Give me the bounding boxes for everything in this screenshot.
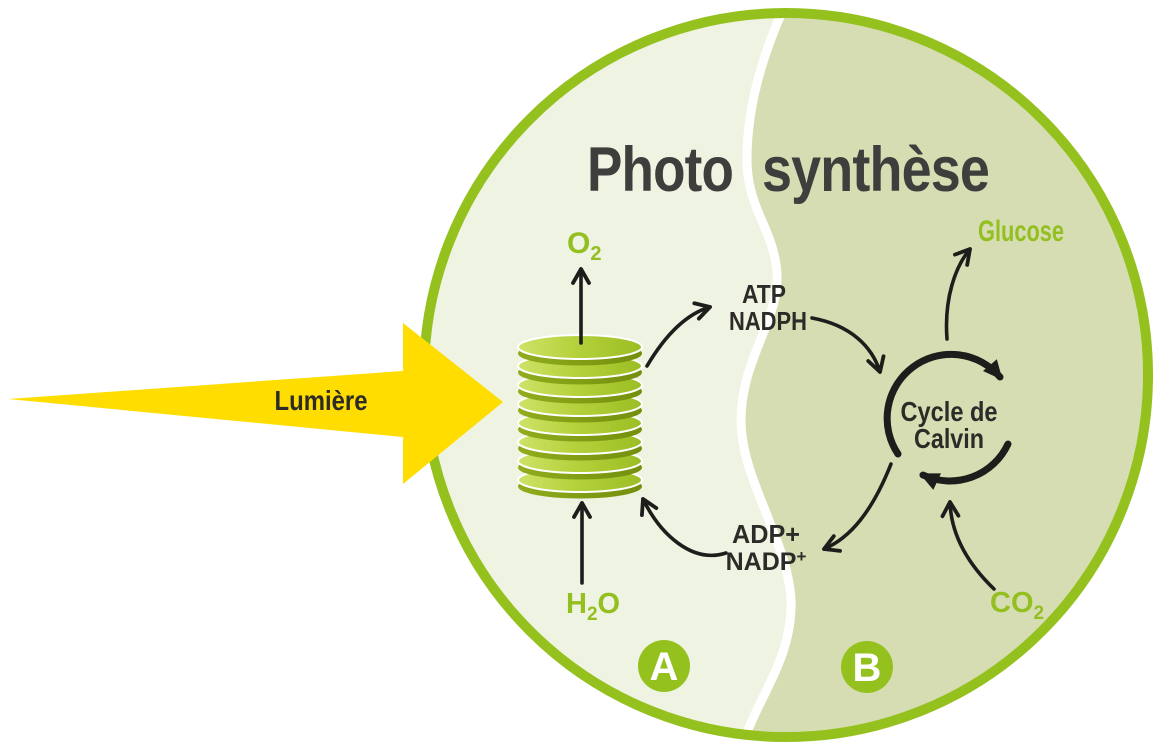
o2-label: O2 bbox=[567, 227, 601, 265]
title-word-photo: Photo bbox=[587, 135, 733, 205]
badge-b-circle bbox=[841, 641, 893, 693]
wavy-divider bbox=[736, 18, 796, 732]
chloroplast bbox=[419, 8, 1153, 742]
arrow-calvin-to-adp bbox=[822, 462, 893, 553]
nadp-label: NADP+ bbox=[726, 547, 807, 576]
arrow-adp-to-stack bbox=[640, 497, 728, 557]
co2-subscript: 2 bbox=[1034, 603, 1045, 624]
badge-a-circle bbox=[638, 640, 690, 692]
calvin-cycle-arc-top bbox=[883, 350, 1004, 458]
arrow-calvin-to-glucose bbox=[944, 247, 972, 341]
nadp-superscript: + bbox=[796, 547, 806, 566]
nadp-base: NADP bbox=[726, 548, 797, 576]
h2o-subscript: 2 bbox=[587, 604, 598, 625]
o2-subscript: 2 bbox=[590, 243, 601, 265]
co2-base: CO bbox=[990, 587, 1034, 619]
badge-a-label: A bbox=[650, 645, 679, 689]
light-arrow bbox=[8, 323, 503, 484]
o2-base: O bbox=[567, 227, 590, 260]
flow-arrows bbox=[571, 247, 1012, 591]
thylakoid-disc bbox=[517, 334, 643, 366]
light-beam: Lumière bbox=[8, 323, 503, 484]
arrow-stack-to-atp bbox=[645, 301, 712, 368]
h2o-label: H2O bbox=[566, 588, 620, 625]
h2o-tail: O bbox=[598, 588, 621, 620]
h2o-base: H bbox=[566, 588, 587, 620]
page-title: Photo synthèse bbox=[587, 135, 990, 205]
glucose-label: Glucose bbox=[978, 215, 1064, 248]
calvin-cycle-arc-bottom bbox=[919, 440, 1012, 490]
title-word-synthese: synthèse bbox=[762, 135, 989, 205]
calvin-cycle-label-line2: Calvin bbox=[914, 423, 984, 454]
badge-b-label: B bbox=[853, 646, 882, 690]
atp-label: ATP bbox=[742, 279, 786, 309]
molecule-labels: O2 H2O CO2 Glucose ATP NADPH ADP+ NADP+ … bbox=[566, 215, 1064, 625]
calvin-cycle-label-line1: Cycle de bbox=[901, 396, 998, 427]
co2-label: CO2 bbox=[990, 587, 1044, 624]
phase-badges: A B bbox=[638, 640, 893, 693]
adp-label: ADP+ bbox=[732, 519, 800, 549]
arrow-nadph-to-calvin bbox=[810, 316, 886, 374]
arrow-co2-to-calvin bbox=[940, 500, 996, 591]
nadph-label: NADPH bbox=[729, 306, 807, 336]
granum-stack bbox=[517, 334, 643, 499]
lumiere-label: Lumière bbox=[275, 385, 368, 416]
dark-phase-region bbox=[741, 18, 1143, 732]
